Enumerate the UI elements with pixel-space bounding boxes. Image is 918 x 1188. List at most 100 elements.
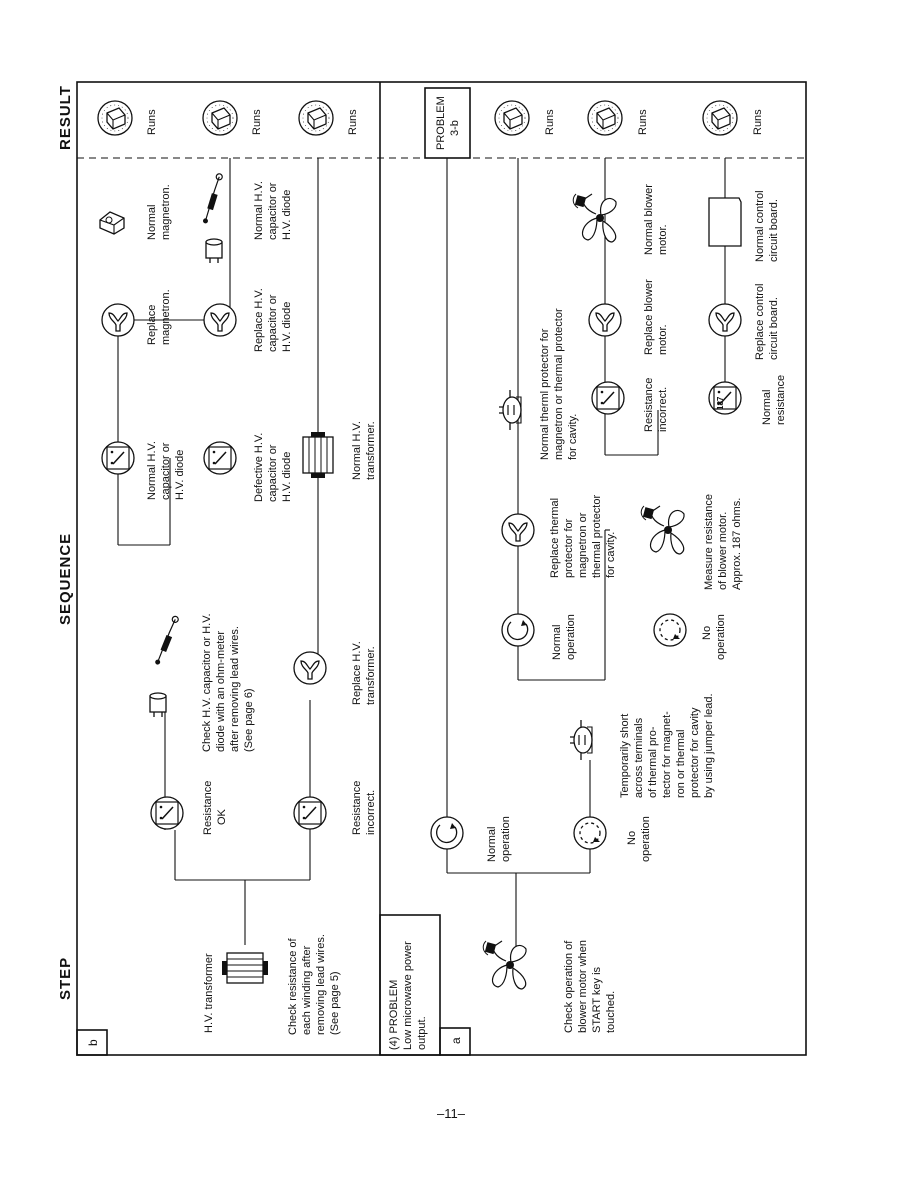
check-blower-line1: Check operation of [563, 940, 575, 1033]
measure-resistance-line2: of blower motor. [717, 512, 729, 590]
normal-magnetron-line1: Normal [146, 205, 158, 240]
replace-cap-diode-line3: H.V. diode [281, 302, 293, 352]
no-operation-line2: operation [640, 816, 652, 862]
meter-reading-187: 187 [716, 396, 725, 410]
normal-blower-line2: motor. [657, 224, 669, 255]
ohmmeter-ok-icon [150, 796, 184, 830]
blower-fan-measure-icon [640, 505, 685, 555]
runs-icon-1 [97, 100, 133, 136]
normal-operation-2-line2: operation [565, 614, 577, 660]
check-blower-line2: blower motor when [577, 940, 589, 1033]
temporarily-short-line5: ron or thermal [675, 730, 687, 798]
hv-transformer-icon [221, 952, 269, 984]
runs-label-1: Runs [146, 109, 158, 135]
normal-thermal-line3: for cavity. [567, 414, 579, 460]
hv-capacitor-icon [149, 692, 167, 718]
normal-operation-line2: operation [500, 816, 512, 862]
normal-cap-diode-result-line3: H.V. diode [281, 190, 293, 240]
temporarily-short-line2: across terminals [633, 717, 645, 798]
no-operation-icon [573, 816, 607, 850]
runs-icon-5 [587, 100, 623, 136]
replace-control-line1: Replace control [754, 284, 766, 360]
runs-icon-4 [494, 100, 530, 136]
replace-control-icon [708, 303, 742, 337]
defective-cap-diode-line2: capacitor or [267, 444, 279, 502]
ohmmeter-incorrect-icon [293, 796, 327, 830]
resistance-incorrect-a-line2: incorrect. [657, 387, 669, 432]
section-b-frame [76, 81, 807, 1056]
check-capacitor-line4: (See page 6) [243, 688, 255, 752]
replace-thermal-line2: protector for [563, 518, 575, 578]
hv-diode-result-icon [189, 172, 236, 225]
normal-magnetron-line2: magnetron. [160, 184, 172, 240]
replace-blower-icon [588, 303, 622, 337]
problem-ref-line1: PROBLEM [435, 96, 447, 150]
ohmmeter-blower-incorrect-icon [591, 381, 625, 415]
step-header: STEP [57, 957, 74, 1000]
hv-diode-icon [142, 614, 191, 667]
ohmmeter-normal-cap-icon [101, 441, 135, 475]
normal-cap-diode-line1: Normal H.V. [146, 441, 158, 500]
resistance-incorrect-line1: Resistance [351, 781, 363, 835]
runs-label-2: Runs [251, 109, 263, 135]
no-operation-line1: No [626, 831, 638, 845]
measure-resistance-line3: Approx. 187 ohms. [731, 498, 743, 590]
thermal-protector-jumper-icon [569, 719, 593, 761]
problem-ref-box [424, 87, 471, 159]
runs-label-5: Runs [637, 109, 649, 135]
check-capacitor-line1: Check H.V. capacitor or H.V. [201, 613, 213, 752]
replace-thermal-line4: thermal protector [591, 495, 603, 578]
normal-cap-diode-line2: capacitor or [160, 442, 172, 500]
temporarily-short-line7: by using jumper lead. [703, 693, 715, 798]
replace-cap-diode-icon [203, 303, 237, 337]
ohmmeter-normal-resistance-icon: 187 [708, 381, 742, 415]
blower-fan-normal-icon [572, 193, 617, 243]
check-blower-line4: touched. [605, 991, 617, 1033]
control-board-icon [708, 197, 742, 247]
normal-cap-diode-result-line1: Normal H.V. [253, 181, 265, 240]
replace-magnetron-line2: magnetron. [160, 289, 172, 345]
runs-icon-6 [702, 100, 738, 136]
check-winding-line2: each winding after [301, 945, 313, 1035]
resistance-incorrect-line2: incorrect. [365, 790, 377, 835]
normal-operation-icon [430, 816, 464, 850]
problem-title-line3: output. [416, 1016, 428, 1050]
replace-thermal-line1: Replace thermal [549, 498, 561, 578]
check-capacitor-line2: diode with an ohm-meter [215, 631, 227, 752]
normal-resistance-line1: Normal [761, 390, 773, 425]
temporarily-short-line6: protector for cavity [689, 707, 701, 798]
page-number: –11– [437, 1106, 466, 1121]
replace-blower-line1: Replace blower [643, 279, 655, 355]
defective-cap-diode-line3: H.V. diode [281, 452, 293, 502]
normal-control-line1: Normal control [754, 190, 766, 262]
runs-icon-2 [202, 100, 238, 136]
defective-cap-diode-line1: Defective H.V. [253, 433, 265, 502]
normal-control-line2: circuit board. [768, 199, 780, 262]
problem-ref-line2: 3-b [449, 120, 461, 136]
normal-thermal-line1: Normal therml protector for [539, 328, 551, 460]
normal-resistance-line2: resistance [775, 375, 787, 425]
blower-fan-icon [482, 940, 527, 990]
hv-capacitor-result-icon [205, 238, 223, 264]
hv-transformer-label: H.V. transformer [203, 953, 215, 1033]
ohmmeter-defective-cap-icon [203, 441, 237, 475]
no-operation-2-line1: No [701, 626, 713, 640]
temporarily-short-line1: Temporarily short [619, 714, 631, 798]
runs-label-6: Runs [752, 109, 764, 135]
replace-thermal-line3: magnetron or [577, 512, 589, 578]
check-capacitor-line3: after removing lead wires. [229, 626, 241, 752]
replace-transformer-icon [293, 651, 327, 685]
temporarily-short-line3: of thermal pro- [647, 726, 659, 798]
resistance-ok-line2: OK [216, 808, 228, 825]
normal-cap-diode-result-line2: capacitor or [267, 182, 279, 240]
normal-operation-2-icon [501, 613, 535, 647]
replace-blower-line2: motor. [657, 324, 669, 355]
resistance-incorrect-a-line1: Resistance [643, 378, 655, 432]
runs-label-3: Runs [347, 109, 359, 135]
result-header: RESULT [57, 85, 74, 150]
no-operation-2-line2: operation [715, 614, 727, 660]
normal-thermal-line2: magnetron or thermal protector [553, 308, 565, 460]
normal-transformer-line2: transformer. [365, 421, 377, 480]
resistance-ok-line1: Resistance [202, 781, 214, 835]
